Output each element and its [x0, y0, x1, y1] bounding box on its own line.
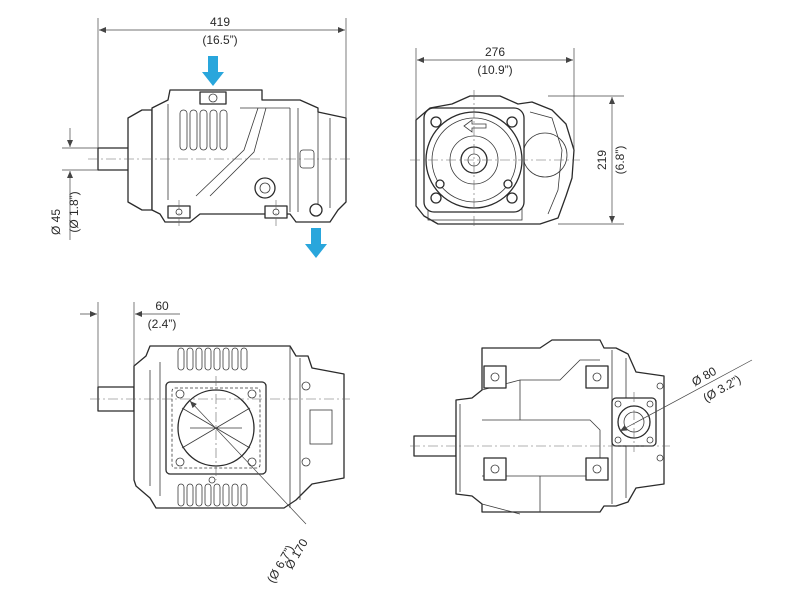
- dim-top-length-mm: 419: [210, 15, 230, 29]
- end-view: [410, 90, 580, 226]
- dimension-end-height: 219 (6.8”): [548, 95, 627, 225]
- side-view-flange: [127, 109, 153, 211]
- dim-shaft-length-mm: 60: [155, 299, 169, 313]
- dimension-shaft-diameter: Ø 45 (Ø 1.8”): [49, 128, 98, 240]
- dim-shaft-diameter-inch: (Ø 1.8”): [67, 191, 81, 232]
- dim-top-width-mm: 276: [485, 45, 505, 59]
- dimension-shaft-length: 60 (2.4”): [80, 299, 180, 387]
- side-view-body: [151, 89, 347, 223]
- flow-out-arrow-icon: [305, 228, 327, 258]
- dim-end-height-mm: 219: [595, 150, 609, 170]
- port-view-ribs-top: [177, 347, 248, 371]
- dim-top-length-inch: (16.5”): [202, 33, 237, 47]
- dim-top-width-inch: (10.9”): [477, 63, 512, 77]
- rear-view: [410, 339, 670, 515]
- dim-shaft-length-inch: (2.4”): [148, 317, 177, 331]
- rotation-direction-arrow-icon: [463, 119, 487, 133]
- side-view: [88, 56, 350, 258]
- dim-shaft-diameter-mm: Ø 45: [49, 209, 63, 235]
- dim-end-height-inch: (6.8”): [613, 146, 627, 175]
- flow-in-arrow-icon: [202, 56, 224, 86]
- dimension-top-width: 276 (10.9”): [415, 45, 575, 150]
- side-view-cooling-ribs: [179, 109, 228, 151]
- port-view: [90, 345, 350, 509]
- port-view-ribs-bottom: [177, 483, 248, 507]
- dimension-top-length: 419 (16.5”): [97, 15, 347, 148]
